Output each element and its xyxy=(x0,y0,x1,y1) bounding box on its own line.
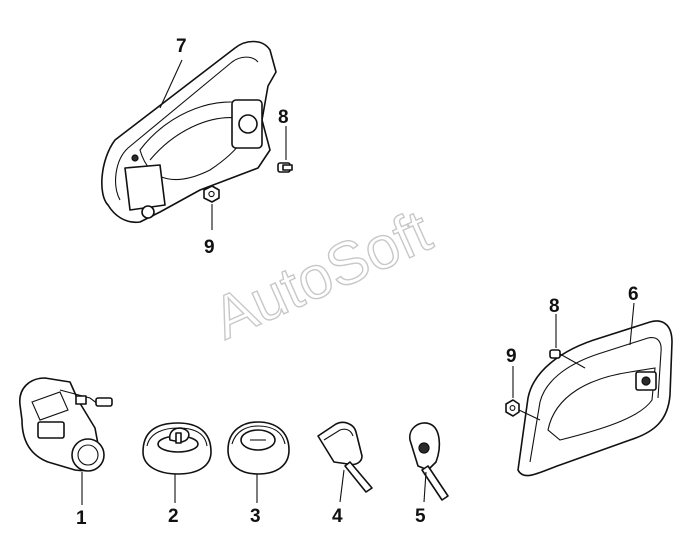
callout-8-right: 8 xyxy=(549,296,560,317)
fuel-cap-with-lock[interactable] xyxy=(142,422,212,475)
callout-4: 4 xyxy=(332,506,343,527)
watermark-text: AutoSoft xyxy=(203,197,441,352)
inner-door-handle-assembly[interactable] xyxy=(101,40,277,224)
key-blank[interactable] xyxy=(317,421,373,493)
nut-top[interactable] xyxy=(203,185,220,203)
callout-6: 6 xyxy=(628,284,639,305)
bolt-right[interactable] xyxy=(549,349,586,369)
callout-8-top: 8 xyxy=(278,107,289,128)
nut-right[interactable] xyxy=(505,399,520,417)
callout-2: 2 xyxy=(168,506,179,527)
outer-door-handle[interactable] xyxy=(517,320,673,477)
watermark: AutoSoft xyxy=(202,196,441,352)
transponder-key[interactable] xyxy=(409,422,449,501)
callout-7: 7 xyxy=(176,36,187,57)
ignition-lock-cylinder[interactable] xyxy=(19,377,113,472)
callout-1: 1 xyxy=(76,508,87,529)
callout-9-right: 9 xyxy=(506,346,517,367)
callout-5: 5 xyxy=(415,506,426,527)
fuel-cap[interactable] xyxy=(227,421,290,475)
bolt-top[interactable] xyxy=(277,162,293,173)
callout-9-top: 9 xyxy=(204,237,215,258)
callout-3: 3 xyxy=(250,506,261,527)
